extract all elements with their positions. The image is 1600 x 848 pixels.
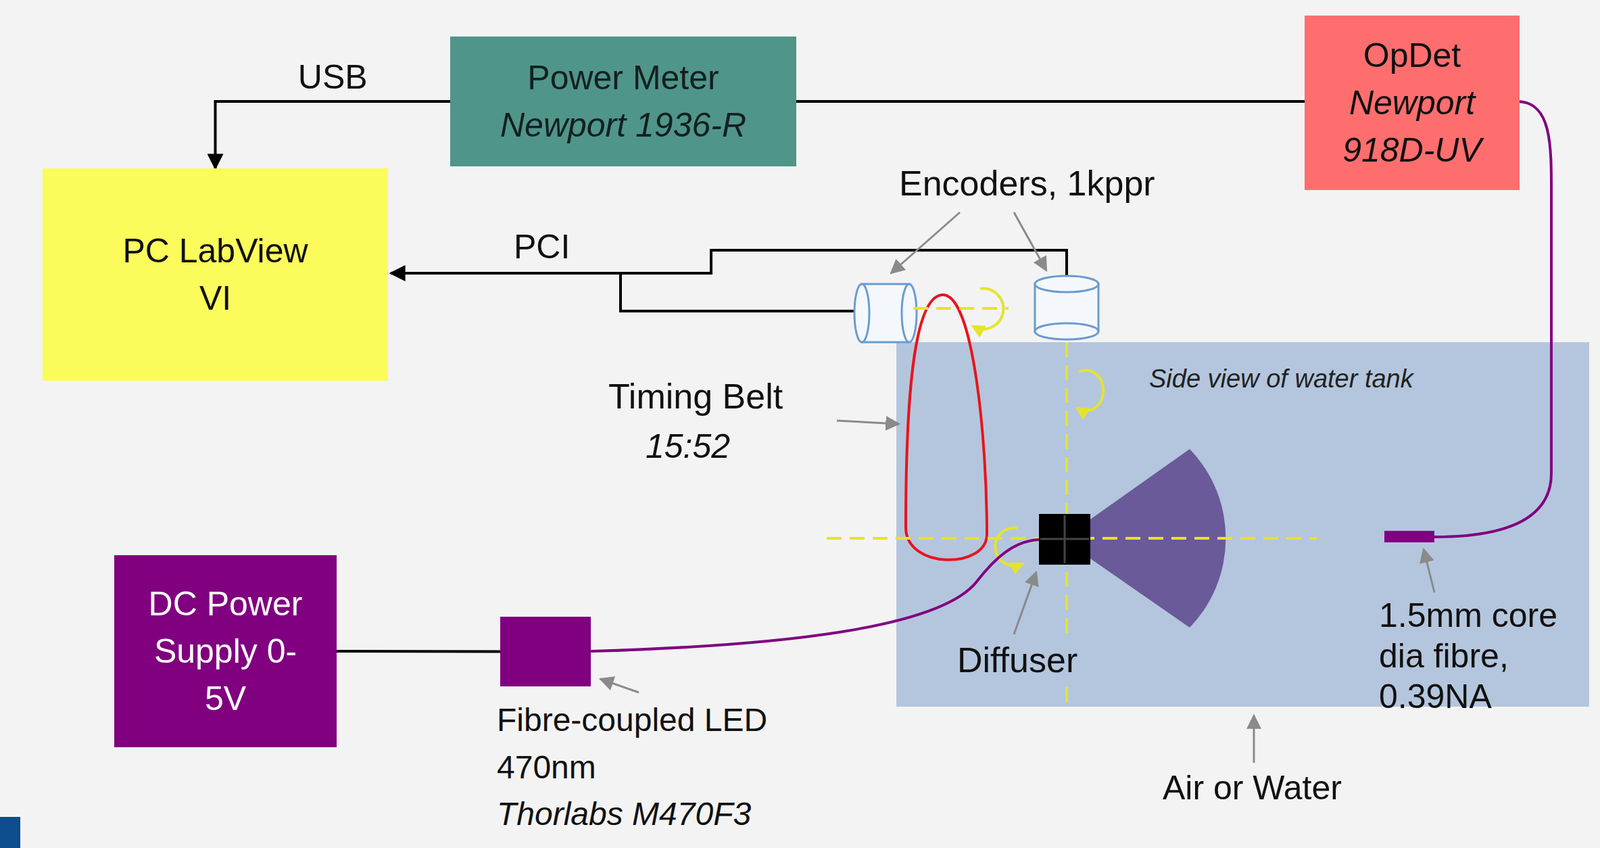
pc-box: PC LabView VI: [42, 168, 389, 381]
led-fibre: [590, 539, 1039, 651]
power-meter-box: Power MeterNewport 1936-R: [450, 36, 797, 167]
leader-line: [1423, 548, 1435, 593]
callout-label: Diffuser: [953, 638, 1082, 681]
diffuser-cross: [1040, 515, 1089, 564]
power-supply-box: DC Power Supply 0-5V: [114, 554, 337, 747]
rotation-axis: [913, 306, 1009, 310]
leader-line: [836, 420, 900, 424]
node-title: Fibre-coupled LED 470nm: [496, 696, 829, 791]
pci-wire: [620, 273, 862, 311]
ratio-label: 15:52: [645, 425, 731, 467]
node-caption: Side view of water tank: [1149, 362, 1555, 396]
corner-mark: [0, 816, 21, 848]
rotation-arrow: [973, 288, 1004, 330]
detector-box: OpDetNewport 918D-UV: [1304, 15, 1520, 190]
connector: [796, 100, 1305, 103]
fibre-tip: [1384, 530, 1435, 543]
callout-label: 1.5mm core dia fibre, 0.39NA: [1378, 594, 1592, 717]
led-box: Fibre-coupled LED 470nmThorlabs M470F3: [500, 616, 591, 687]
encoder-end: [854, 283, 870, 343]
node-caption: Fibre-coupled LED 470nmThorlabs M470F3: [496, 696, 829, 838]
encoder-end: [1034, 323, 1099, 340]
pci-wire: [390, 250, 1067, 278]
connector-label: USB: [298, 56, 368, 98]
leader-line: [1013, 212, 1047, 271]
callout-label: Timing Belt: [608, 375, 783, 418]
leader-line: [1253, 715, 1256, 763]
leader-line: [890, 212, 960, 274]
leader-line: [600, 678, 639, 693]
node-title: OpDet: [1322, 31, 1502, 80]
bus-label: PCI: [513, 226, 570, 268]
node-title: Power Meter: [467, 54, 779, 102]
encoder-end: [1034, 275, 1099, 293]
diffuser: [1038, 513, 1091, 565]
encoder-end: [901, 283, 917, 343]
rotation-arrow: [995, 527, 1023, 566]
node-title: Side view of water tank: [1149, 362, 1555, 396]
node-subtitle: Thorlabs M470F3: [496, 790, 829, 838]
connector: [336, 649, 501, 653]
callout-label: Air or Water: [1162, 767, 1342, 808]
node-title: DC Power Supply 0-5V: [141, 579, 311, 722]
callout-label: Encoders, 1kppr: [899, 162, 1156, 205]
leader-line: [1013, 571, 1037, 635]
timing-belt: [905, 294, 987, 560]
node-title: PC LabView VI: [107, 227, 324, 322]
node-subtitle: Newport 1936-R: [467, 101, 779, 149]
connector: [215, 101, 451, 169]
rotation-arrow: [1077, 370, 1104, 411]
node-subtitle: Newport 918D-UV: [1322, 79, 1502, 174]
